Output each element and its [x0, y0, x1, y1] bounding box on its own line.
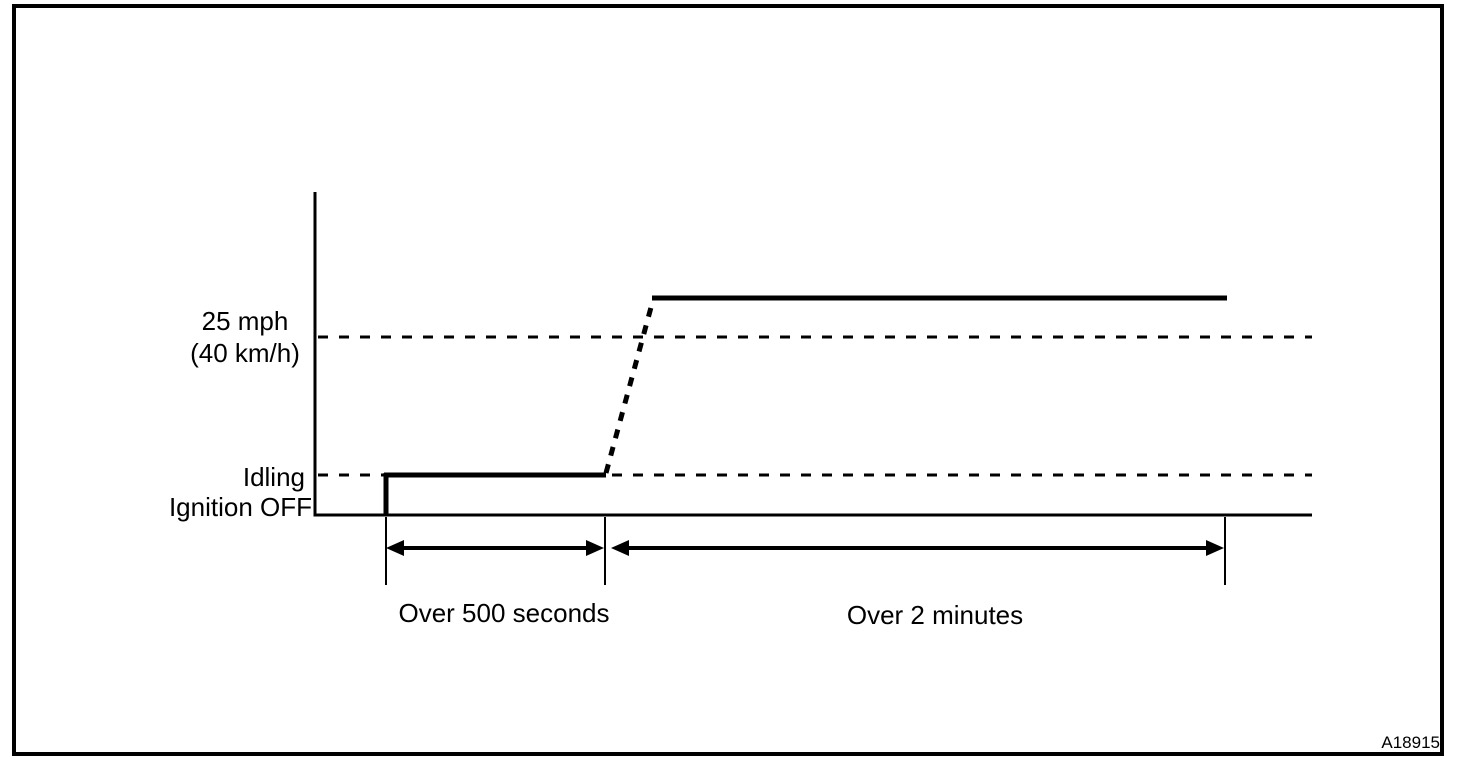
figure-border: [12, 4, 1444, 756]
plot-acceleration-dashed-segment: [603, 299, 656, 474]
ignition-off-level-label: Ignition OFF: [168, 492, 312, 522]
drive-duration-arrowhead-left-icon: [611, 540, 629, 556]
drive-duration-label: Over 2 minutes: [846, 600, 1024, 630]
idle-duration-arrowhead-right-icon: [586, 540, 604, 556]
speed-threshold-label-line2: (40 km/h): [190, 338, 300, 368]
idle-duration-label: Over 500 seconds: [398, 598, 610, 628]
idle-duration-arrowhead-left-icon: [386, 540, 404, 556]
speed-threshold-label: 25 mph (40 km/h): [175, 305, 315, 369]
drive-duration-arrowhead-right-icon: [1206, 540, 1224, 556]
speed-threshold-label-line1: 25 mph: [201, 306, 289, 336]
figure-code: A18915: [1381, 733, 1440, 752]
idling-level-label: Idling: [242, 462, 305, 492]
